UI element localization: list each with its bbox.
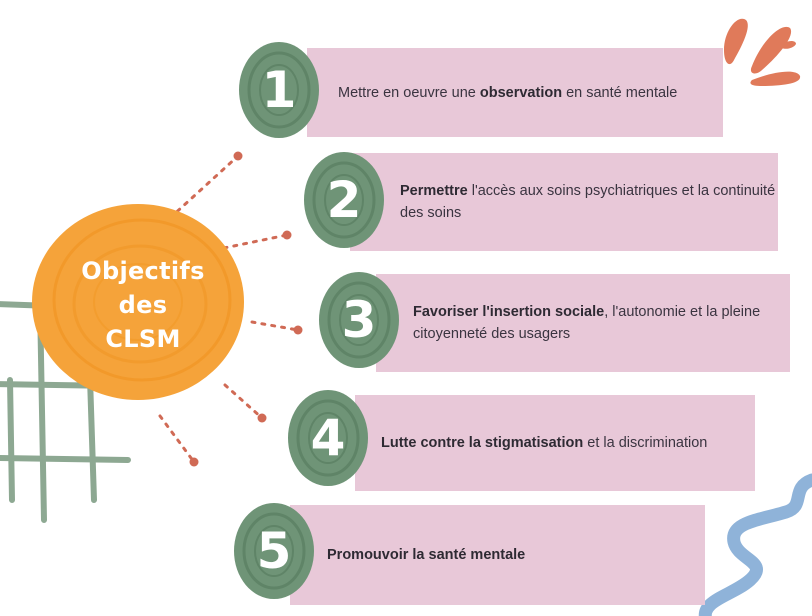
number-badge-2: 2 <box>301 150 387 250</box>
badge-number-2: 2 <box>326 171 362 229</box>
objective-card-1: Mettre en oeuvre une observation en sant… <box>307 48 723 137</box>
badge-number-3: 3 <box>341 291 377 349</box>
center-title-line-3: CLSM <box>105 325 181 353</box>
center-title-line-2: des <box>118 291 168 319</box>
number-badge-5: 5 <box>231 501 317 601</box>
objective-card-3: Favoriser l'insertion sociale, l'autonom… <box>376 274 790 372</box>
objective-card-2: Permettre l'accès aux soins psychiatriqu… <box>350 153 778 251</box>
center-title: Objectifs des CLSM <box>58 254 228 356</box>
blue-wave-decoration <box>698 473 812 616</box>
number-badge-1: 1 <box>236 40 322 140</box>
number-badge-4: 4 <box>285 388 371 488</box>
connector-end-dots <box>189 151 303 467</box>
objective-5-text: Promouvoir la santé mentale <box>327 547 526 563</box>
badge-number-4: 4 <box>310 409 346 467</box>
center-circle <box>32 204 244 400</box>
coral-splash-decoration <box>724 18 801 86</box>
number-badge-3: 3 <box>316 270 402 370</box>
connector-lines <box>158 154 300 464</box>
objective-2-text: Permettre l'accès aux soins psychiatriqu… <box>400 183 776 221</box>
badge-number-1: 1 <box>261 61 297 119</box>
objective-4-text: Lutte contre la stigmatisation et la dis… <box>381 435 708 451</box>
center-title-line-1: Objectifs <box>81 257 205 285</box>
objective-3-text: Favoriser l'insertion sociale, l'autonom… <box>413 304 761 342</box>
badge-number-5: 5 <box>256 522 292 580</box>
objective-1-text: Mettre en oeuvre une observation en sant… <box>338 84 678 101</box>
objective-card-5: Promouvoir la santé mentale <box>290 505 705 605</box>
objective-card-4: Lutte contre la stigmatisation et la dis… <box>355 395 755 491</box>
